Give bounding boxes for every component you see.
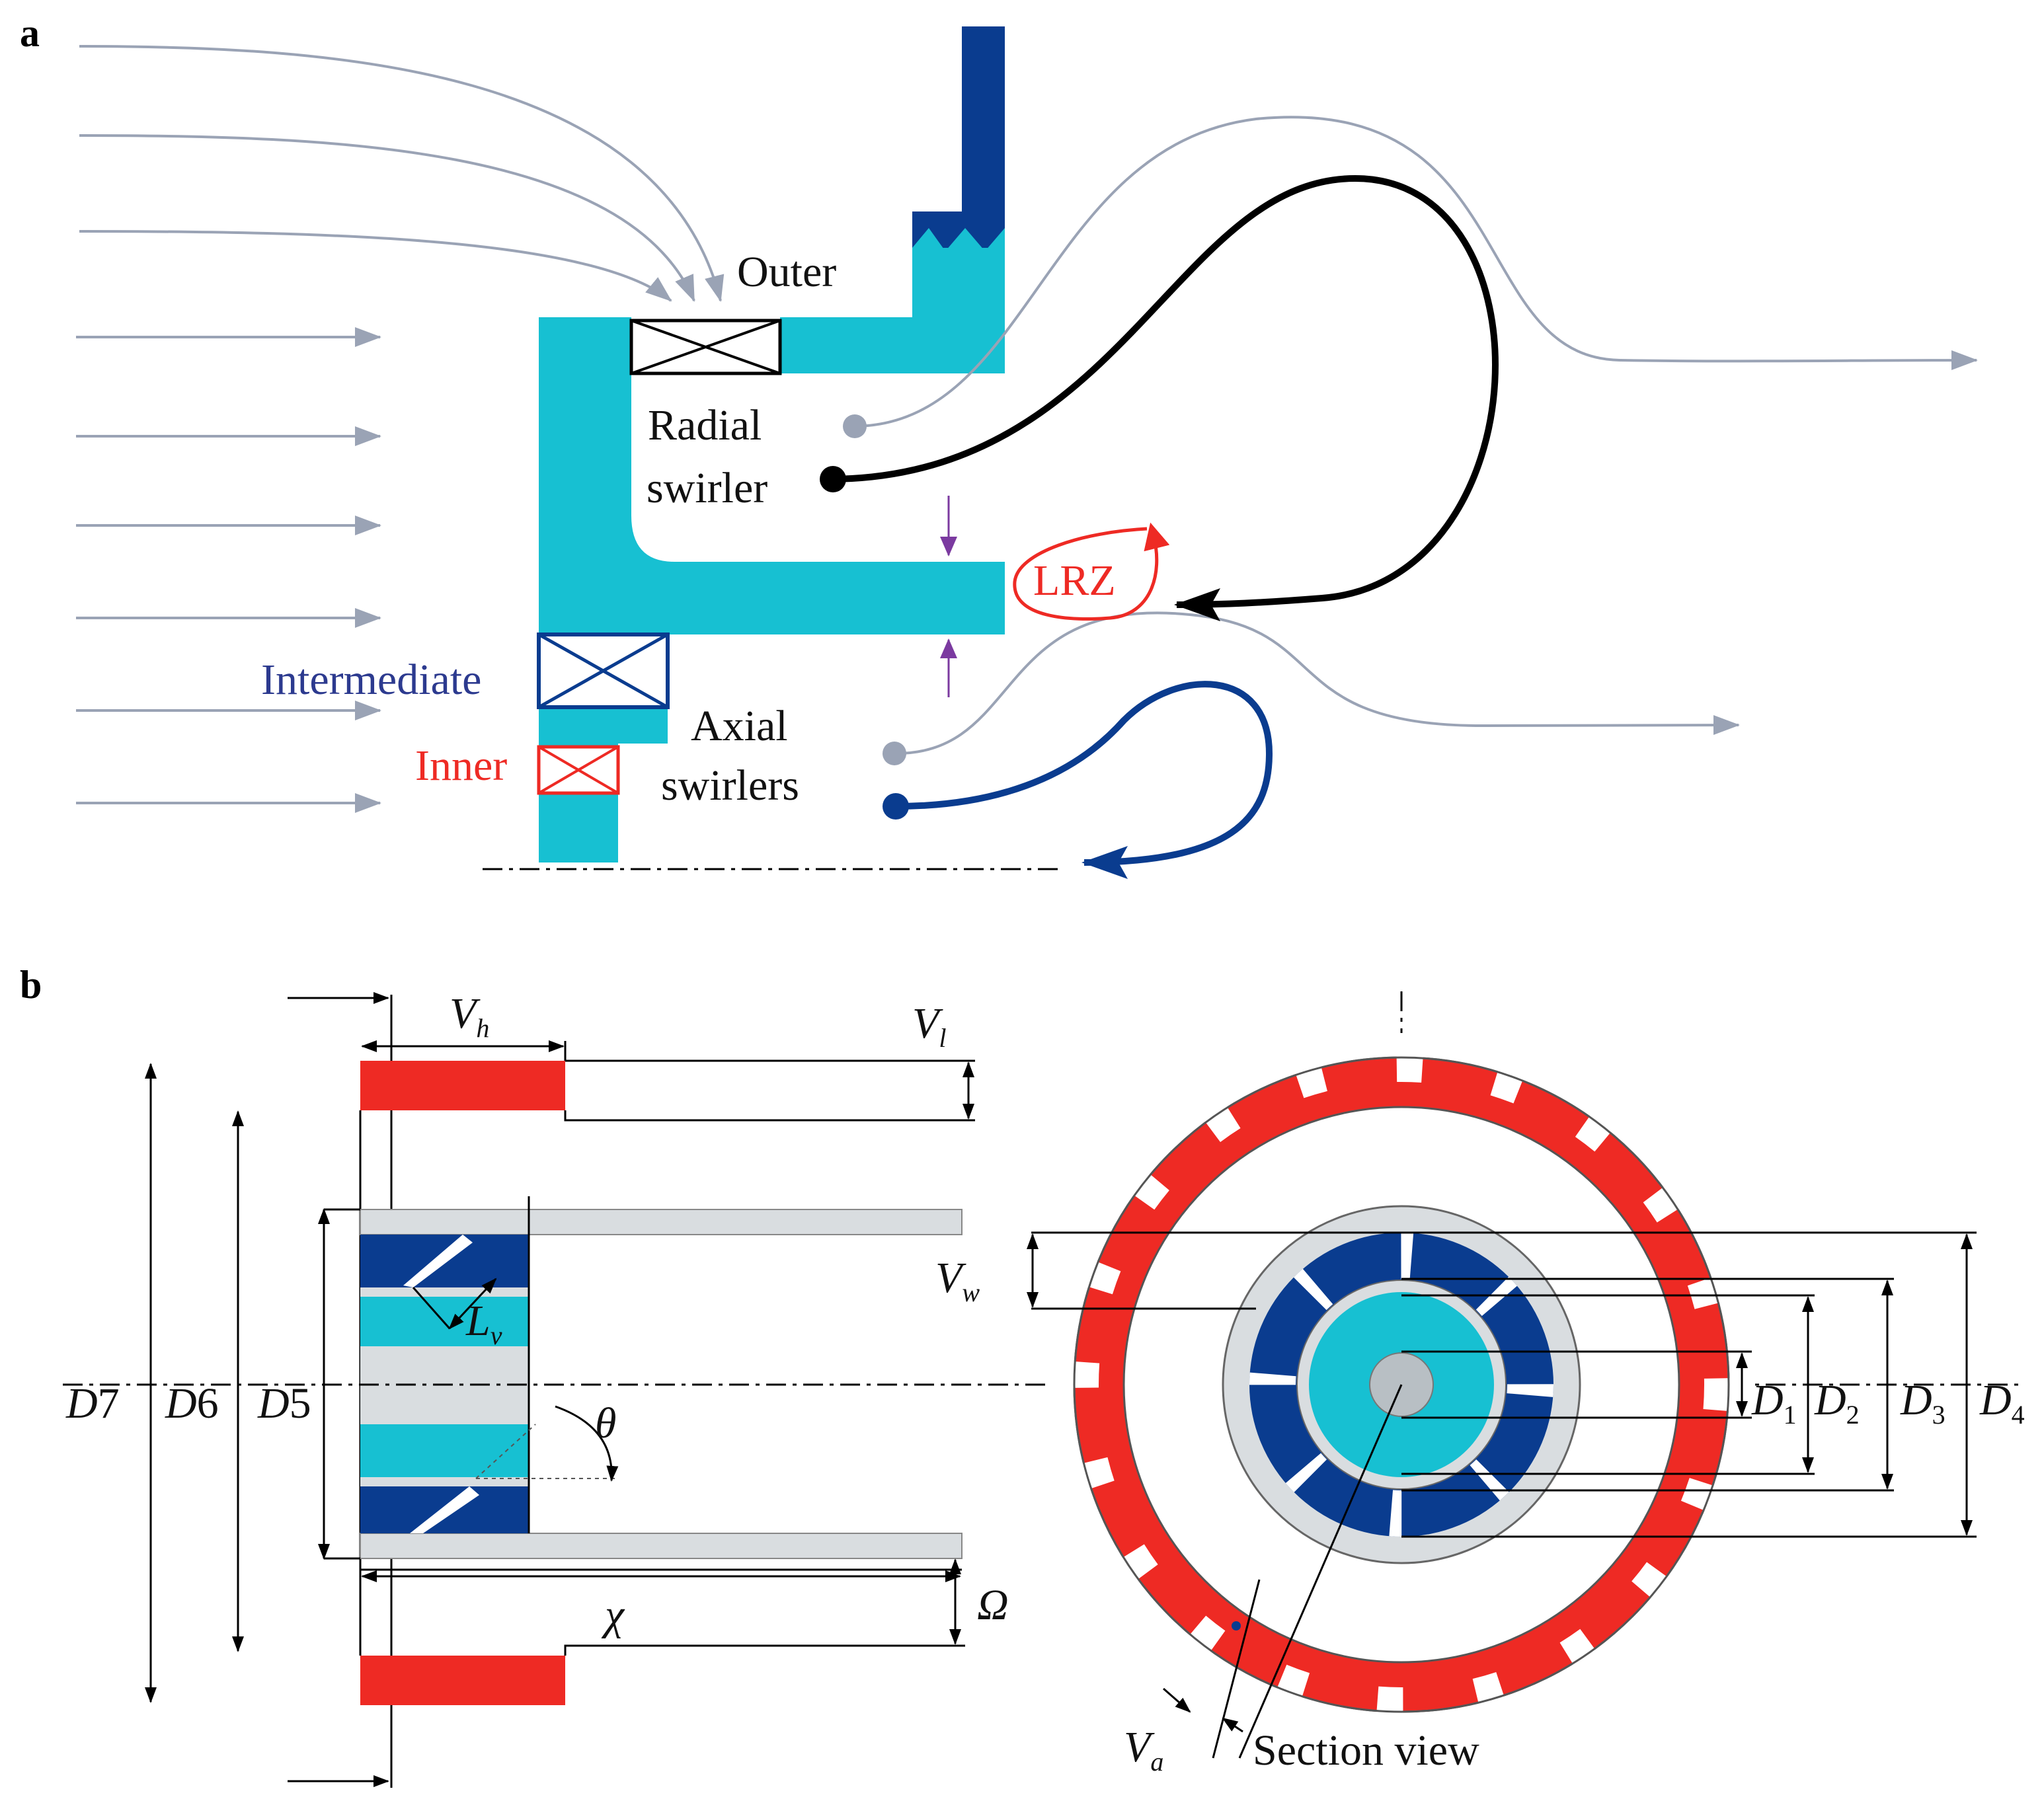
front-view xyxy=(1027,991,1977,1759)
central-recirculation-path xyxy=(895,681,1273,879)
outer-recirculation-path xyxy=(832,174,1499,621)
side-section xyxy=(359,1059,963,1705)
d1-label: D1 xyxy=(1751,1376,1797,1430)
d7-label: D7 xyxy=(65,1379,120,1428)
venturi-top xyxy=(360,1209,963,1235)
inflow-streamlines xyxy=(76,45,725,813)
lrz-label: LRZ xyxy=(1033,556,1116,605)
outer-ring-top xyxy=(360,1061,565,1110)
inner-swirler-box xyxy=(537,745,620,795)
swirlers-label: swirlers xyxy=(661,761,799,810)
d3-label: D3 xyxy=(1900,1376,1946,1430)
intermediate-swirler-box xyxy=(537,632,670,709)
curved-streamline xyxy=(79,230,672,302)
outer-wall xyxy=(780,248,1005,373)
outer-recirculation-dot xyxy=(820,466,846,492)
theta-label: θ xyxy=(595,1399,616,1447)
outer-flow-origin-dot xyxy=(843,414,867,438)
intermediate-label: Intermediate xyxy=(261,656,481,704)
d4-label: D4 xyxy=(1979,1376,2025,1430)
panel-a: a xyxy=(20,11,1978,879)
panel-a-letter: a xyxy=(20,11,40,55)
va-label: Va xyxy=(1124,1723,1163,1777)
outer-ring-bottom xyxy=(360,1656,565,1705)
d6-label: D6 xyxy=(165,1379,219,1428)
curved-streamline xyxy=(79,134,695,302)
vl-label: Vl xyxy=(912,999,946,1053)
chi-label: χ xyxy=(601,1591,625,1639)
inner-outflow-streamline xyxy=(895,611,1740,755)
panel-b-letter: b xyxy=(20,963,42,1007)
outer-swirler-box xyxy=(629,319,782,375)
omega-label: Ω xyxy=(977,1581,1009,1629)
central-recirculation-dot xyxy=(883,793,909,820)
outer-label: Outer xyxy=(737,248,836,296)
vh-label: Vh xyxy=(450,989,489,1043)
swirler-body xyxy=(539,317,1005,862)
d2-label: D2 xyxy=(1814,1376,1860,1430)
curved-streamline xyxy=(79,45,725,302)
axial-label: Axial xyxy=(691,702,788,750)
swirler-label: swirler xyxy=(647,464,767,512)
outer-outflow-streamline xyxy=(855,116,1978,428)
section-view-label: Section view xyxy=(1253,1726,1479,1775)
lv-label: Lv xyxy=(465,1297,502,1350)
inner-flow-origin-dot xyxy=(883,742,906,765)
axial-bottom xyxy=(360,1424,529,1477)
vw-label: Vw xyxy=(935,1254,980,1307)
d5-label: D5 xyxy=(257,1379,311,1428)
panel-b: b xyxy=(20,963,2025,1788)
radial-label: Radial xyxy=(648,401,762,449)
outer-liner xyxy=(912,26,1005,251)
venturi-bottom xyxy=(360,1533,963,1559)
lrz-vortex xyxy=(1013,522,1170,621)
outflow-streamlines xyxy=(855,116,1978,755)
inner-label: Inner xyxy=(415,742,507,790)
